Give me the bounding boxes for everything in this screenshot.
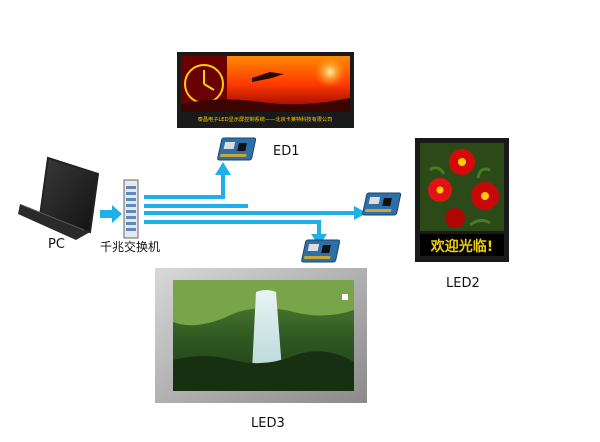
led2-screen: 欢迎光临!: [415, 138, 509, 262]
flower-icon: [428, 149, 499, 228]
led3-screen: [155, 268, 367, 403]
ed1-label: ED1: [273, 144, 300, 159]
waterfall-icon: [252, 290, 282, 373]
led2-caption: 欢迎光临!: [430, 238, 493, 255]
laptop-icon: [18, 156, 100, 240]
arrow-switch-to-led3: [144, 220, 327, 246]
arrow-pc-to-switch: [100, 205, 122, 223]
switch-icon: [123, 179, 139, 239]
arrow-switch-to-led2: [144, 204, 367, 220]
receiver-card-ed1: [216, 137, 257, 161]
pc-label: PC: [48, 237, 65, 252]
airplane-icon: [252, 72, 284, 82]
switch-label: 千兆交换机: [100, 240, 161, 254]
led1-ticker: 泰昌电子LED显示屏控制系统——北京卡莱特科技有限公司: [198, 115, 333, 123]
receiver-card-led2: [361, 192, 402, 216]
arrow-switch-to-ed1: [144, 162, 231, 199]
sun-icon: [314, 56, 346, 88]
led2-caption-bar: [420, 234, 504, 256]
led3-label: LED3: [251, 416, 285, 431]
led1-screen: 泰昌电子LED显示屏控制系统——北京卡莱特科技有限公司: [177, 52, 354, 128]
receiver-card-led3: [300, 239, 341, 263]
led2-label: LED2: [446, 276, 480, 291]
